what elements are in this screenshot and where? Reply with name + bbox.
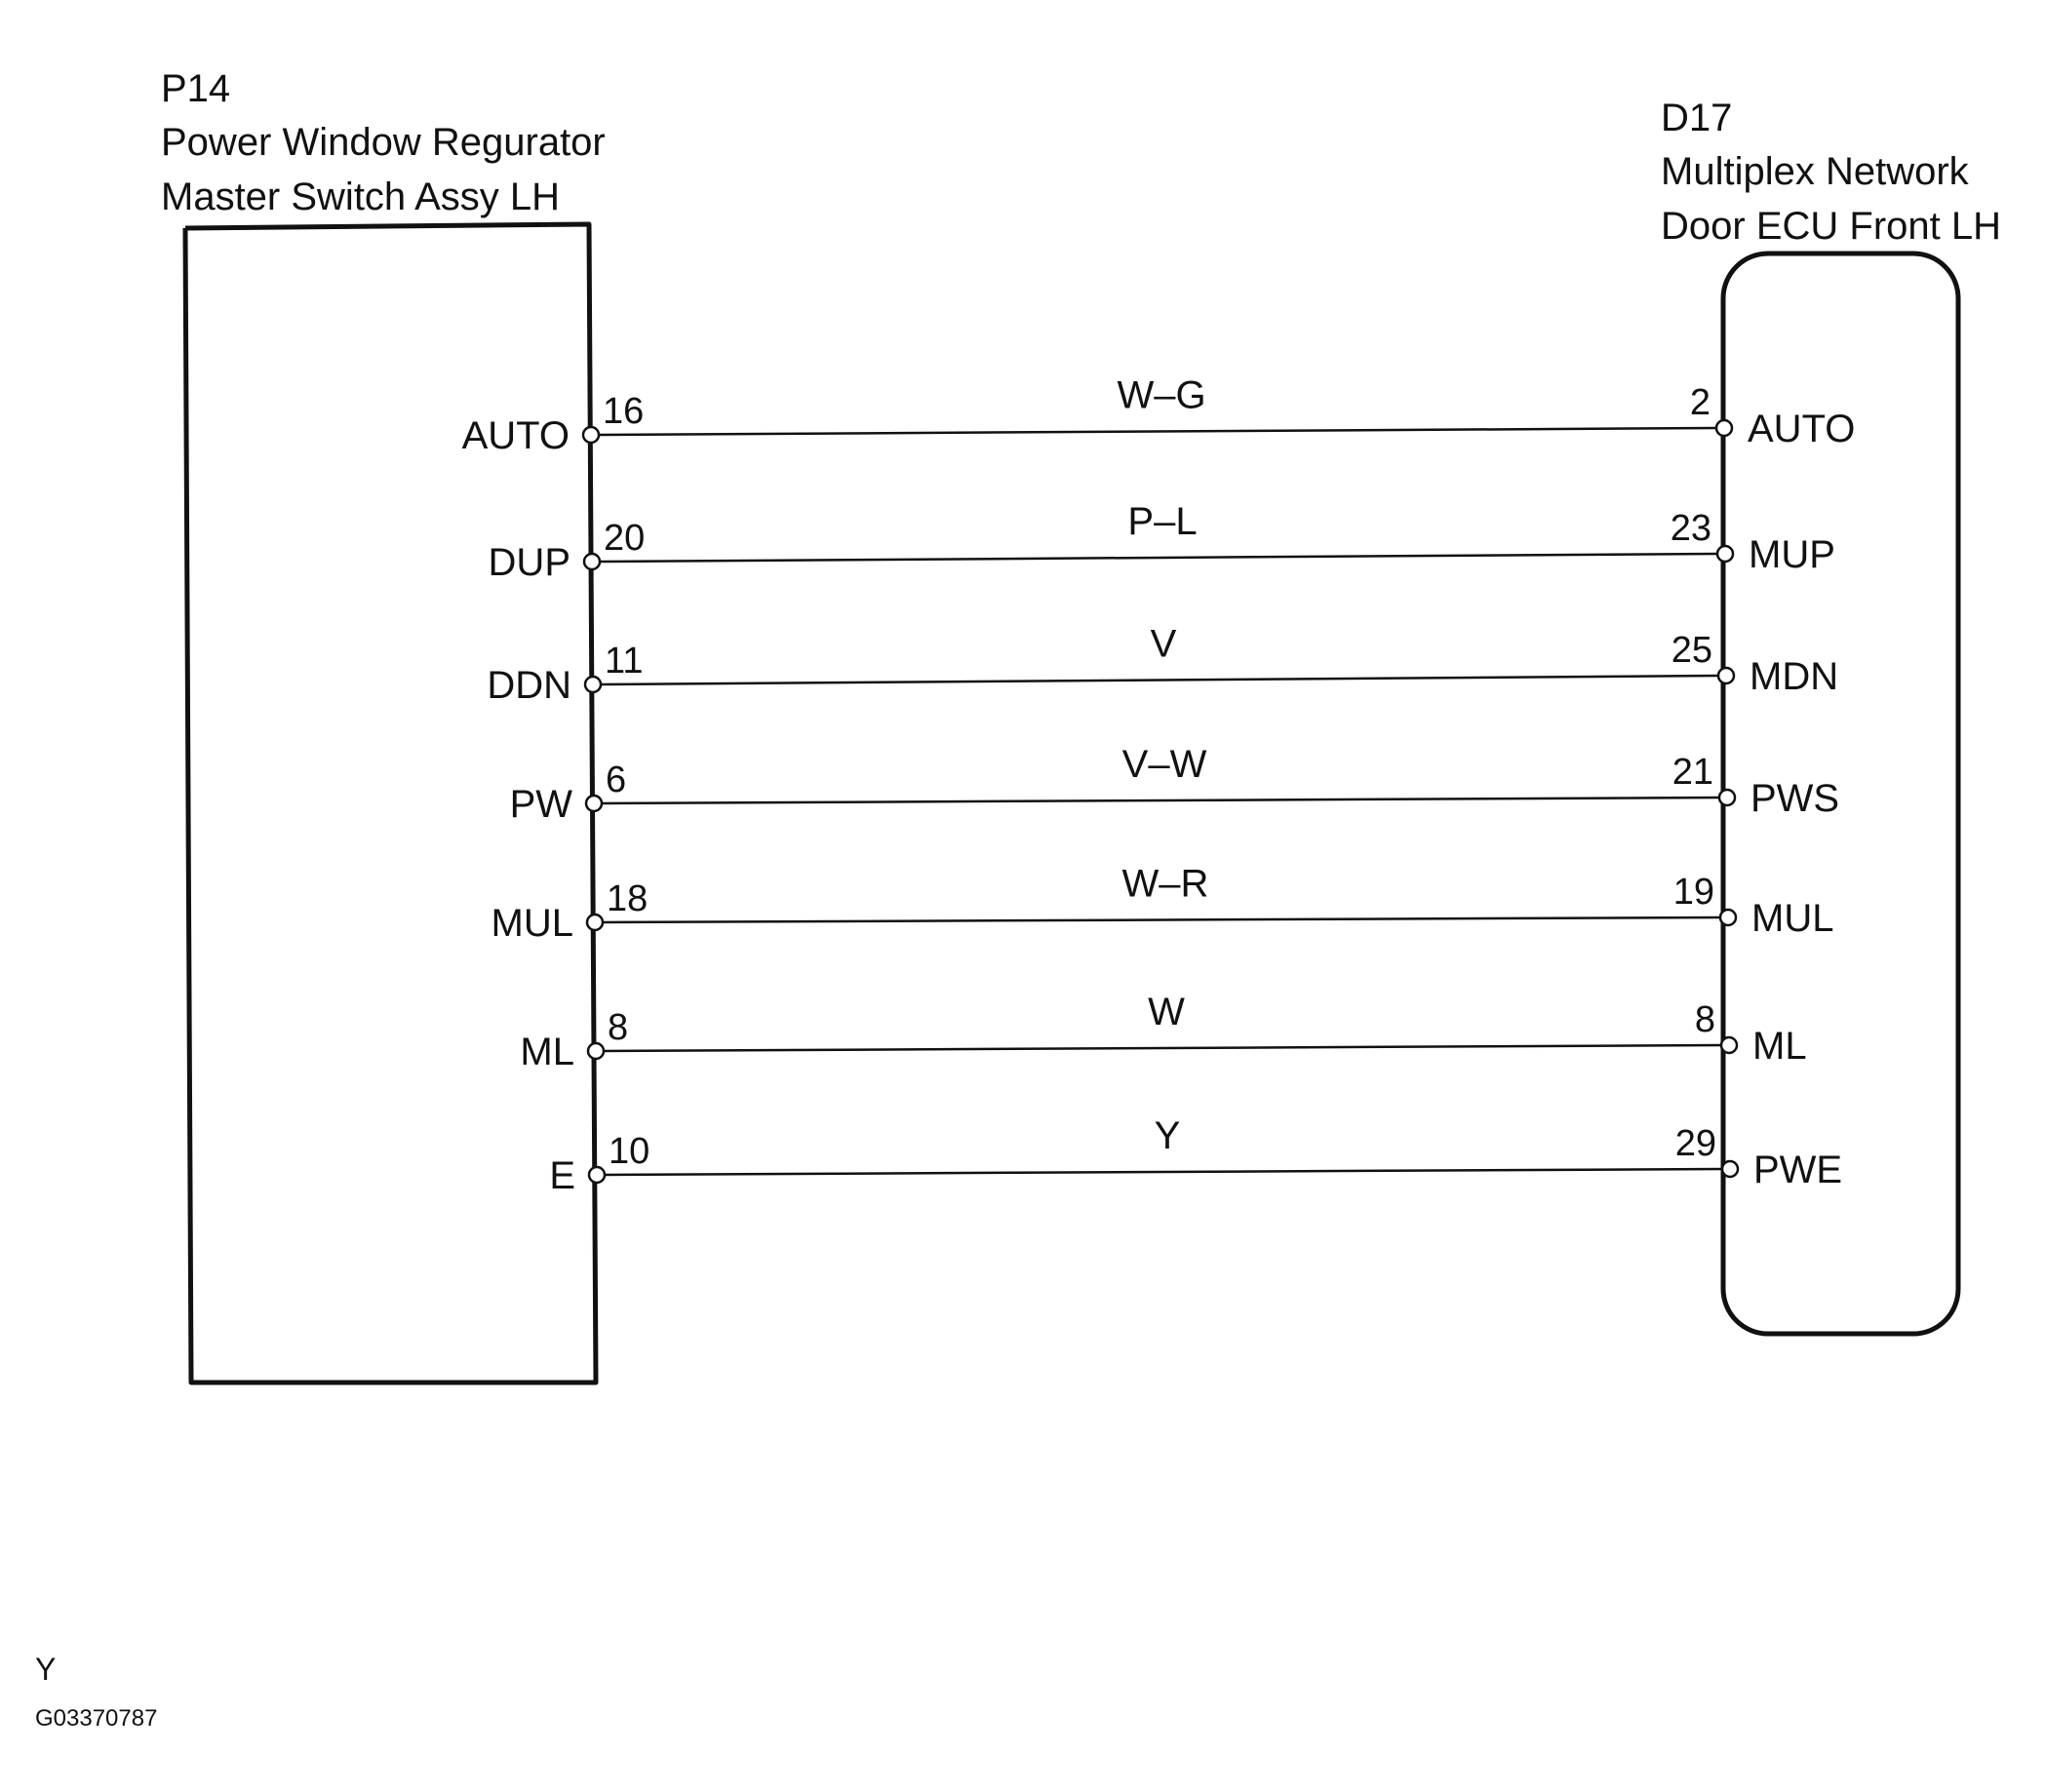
left-pin-label: PW <box>510 783 573 826</box>
left-pin-label: E <box>549 1154 575 1197</box>
right-pin-number: 23 <box>1671 508 1711 549</box>
right-component-name-line2: Door ECU Front LH <box>1661 205 2001 248</box>
right-component-name-line1: Multiplex Network <box>1661 150 1970 193</box>
right-terminal <box>1719 1035 1739 1055</box>
left-terminal <box>586 1041 606 1061</box>
right-pin-label: PWS <box>1750 777 1839 820</box>
wire-color-code: W–G <box>1117 374 1205 417</box>
right-terminal <box>1714 418 1734 438</box>
left-pin-label: AUTO <box>462 414 570 457</box>
wire-line <box>599 552 1718 564</box>
wire-line <box>601 796 1720 805</box>
figure-code: G03370787 <box>35 1705 157 1732</box>
right-component-code: D17 <box>1661 97 1732 139</box>
left-pin-number: 18 <box>607 878 648 919</box>
wire-color-code: V–W <box>1122 743 1207 786</box>
wire-color-code: W–R <box>1122 863 1209 906</box>
left-pin-number: 10 <box>609 1131 649 1172</box>
wire-line <box>602 915 1721 924</box>
right-pin-label: PWE <box>1753 1149 1842 1191</box>
left-component-code: P14 <box>161 67 230 110</box>
left-pin-number: 16 <box>603 391 644 432</box>
left-component-name-line1: Power Window Regurator <box>161 121 606 164</box>
left-pin-label: MUL <box>492 902 573 945</box>
left-component-name-line2: Master Switch Assy LH <box>161 175 560 218</box>
right-pin-label: MDN <box>1750 655 1838 698</box>
left-terminal <box>584 794 604 813</box>
right-terminal <box>1720 1159 1740 1179</box>
footer-mark: Y <box>35 1652 56 1687</box>
right-pin-label: ML <box>1752 1025 1807 1068</box>
wire-color-code: P–L <box>1127 500 1197 543</box>
left-terminal <box>582 552 602 571</box>
left-terminal <box>587 1165 607 1185</box>
right-pin-number: 25 <box>1671 630 1712 671</box>
left-pin-number: 6 <box>606 760 626 800</box>
wire-color-code: W <box>1148 991 1185 1033</box>
left-pin-label: DUP <box>489 541 570 584</box>
left-pin-number: 8 <box>608 1007 628 1048</box>
left-terminal <box>581 425 601 445</box>
right-pin-number: 19 <box>1673 872 1714 913</box>
right-pin-label: MUL <box>1751 897 1833 940</box>
right-pin-number: 8 <box>1695 999 1715 1040</box>
left-terminal <box>585 913 605 932</box>
left-pin-label: DDN <box>487 664 571 707</box>
right-terminal <box>1717 788 1737 807</box>
wire-line <box>600 674 1719 686</box>
left-pin-number: 11 <box>605 641 643 682</box>
left-component-box <box>182 221 599 1385</box>
wire-line <box>598 426 1717 437</box>
left-pin-label: ML <box>520 1031 574 1073</box>
right-pin-number: 29 <box>1675 1123 1716 1164</box>
wire-line <box>604 1167 1723 1177</box>
wire-line <box>603 1043 1722 1053</box>
right-pin-label: MUP <box>1749 533 1835 576</box>
right-pin-number: 21 <box>1672 752 1713 793</box>
right-pin-number: 2 <box>1690 382 1711 423</box>
left-pin-number: 20 <box>604 518 645 559</box>
right-terminal <box>1715 544 1735 564</box>
wire-color-code: Y <box>1155 1114 1181 1157</box>
right-terminal <box>1716 666 1736 685</box>
left-terminal <box>583 675 603 694</box>
right-pin-label: AUTO <box>1748 408 1855 450</box>
right-terminal <box>1718 908 1738 927</box>
wire-color-code: V <box>1151 623 1177 666</box>
